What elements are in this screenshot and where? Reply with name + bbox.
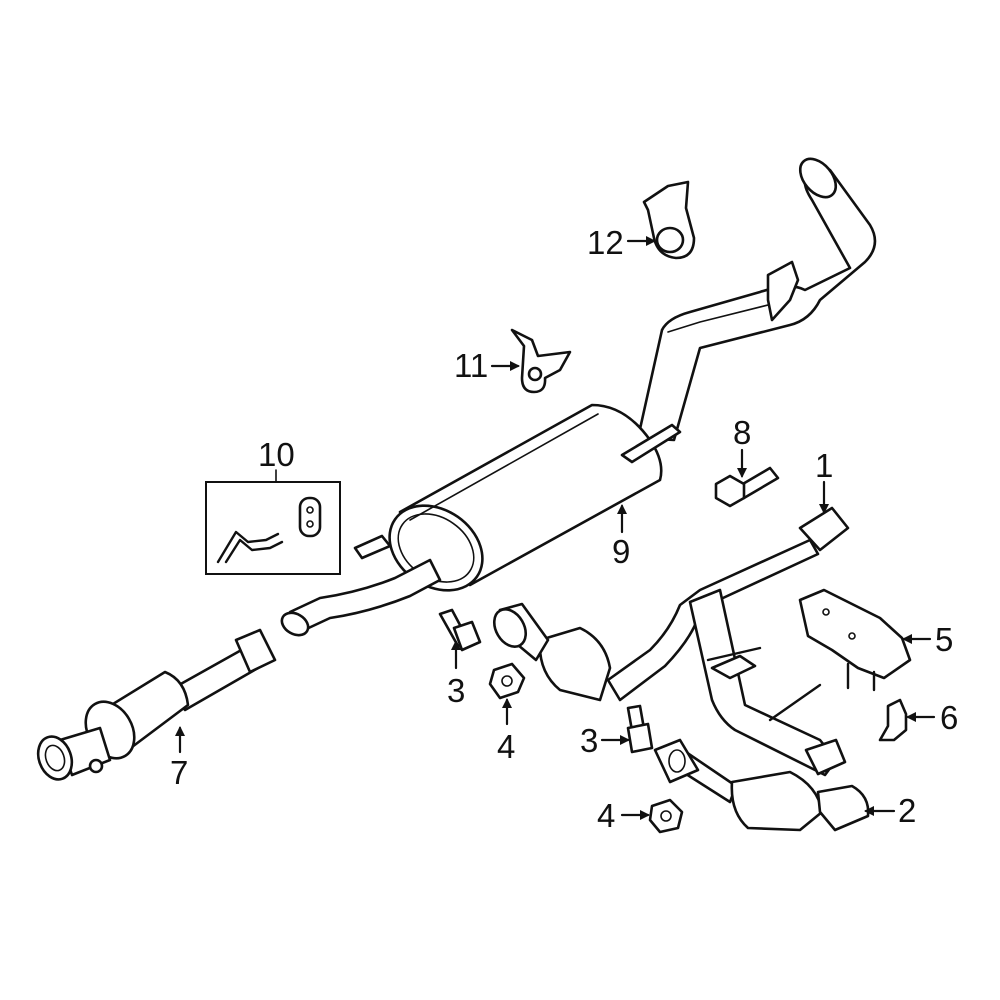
bracket-12 xyxy=(642,180,696,260)
nut-4-upper-hex xyxy=(488,662,526,700)
callout-8-label: 8 xyxy=(733,414,751,451)
y-pipe-assembly xyxy=(492,506,850,777)
nut-4-lower xyxy=(648,798,684,834)
callout-4-lower-label: 4 xyxy=(597,797,615,834)
callout-9: 9 xyxy=(612,504,630,570)
callout-2: 2 xyxy=(864,792,916,829)
y-pipe-inlet-flange xyxy=(798,506,850,552)
y-pipe-bracket-rod xyxy=(706,646,762,662)
callout-3-lower: 3 xyxy=(580,722,630,759)
callout-7: 7 xyxy=(170,726,188,791)
cat-right-flange-hole xyxy=(668,749,686,773)
inlet-pipe-end xyxy=(280,611,310,637)
callout-5-label: 5 xyxy=(935,621,953,658)
hanger-rod-part xyxy=(216,530,280,564)
nut-4-upper xyxy=(488,662,526,700)
muffler-assembly xyxy=(280,157,877,637)
clip-6 xyxy=(878,698,908,742)
callout-4-upper-label: 4 xyxy=(497,728,515,765)
callout-10-label: 10 xyxy=(258,436,295,473)
tailpipe-seam xyxy=(667,301,781,333)
callout-10: 10 xyxy=(258,436,295,483)
muffler-hanger-rod xyxy=(353,534,392,560)
muffler-inlet-pipe xyxy=(288,558,442,634)
isolator-hole-bottom xyxy=(306,520,314,528)
nut-4-lower-hex xyxy=(648,798,684,834)
callout-6-label: 6 xyxy=(940,699,958,736)
resonator-clamp xyxy=(234,628,277,674)
hanger-rod-part-edge xyxy=(224,538,284,564)
hanger-kit xyxy=(205,481,341,575)
catalytic-converter-right-assembly xyxy=(653,738,870,832)
bracket-11-hole xyxy=(527,366,543,382)
callout-12-label: 12 xyxy=(587,224,624,261)
cat-right-body xyxy=(730,770,824,832)
shield-studs xyxy=(846,662,876,692)
resonator-flange xyxy=(36,735,74,781)
callout-5: 5 xyxy=(902,621,953,658)
hanger-bracket-11 xyxy=(510,328,572,394)
stud-3-lower-collar xyxy=(626,722,654,754)
callout-3-lower-label: 3 xyxy=(580,722,598,759)
callout-9-label: 9 xyxy=(612,533,630,570)
callout-12: 12 xyxy=(587,224,656,261)
isolator-hole-top xyxy=(306,506,314,514)
callout-7-label: 7 xyxy=(170,754,188,791)
resonator-stud xyxy=(88,758,104,774)
catalytic-converter-left xyxy=(538,626,612,702)
tailpipe-hanger-bracket xyxy=(766,260,800,322)
nut-4-upper-hole xyxy=(501,675,513,687)
shield-clip xyxy=(878,698,908,742)
resonator-flange-hole xyxy=(44,744,66,772)
callout-4-upper: 4 xyxy=(497,698,515,765)
bolt-8 xyxy=(714,466,780,508)
nut-4-lower-hole xyxy=(660,810,672,822)
bolt-head xyxy=(714,474,746,508)
callout-1: 1 xyxy=(815,447,833,514)
muffler-hanger-strap xyxy=(620,423,682,464)
y-pipe-right-end xyxy=(804,738,847,776)
y-pipe-bracket-rod-2 xyxy=(768,683,822,722)
stud-3-lower xyxy=(626,704,654,754)
hanger-isolator xyxy=(298,496,322,538)
y-pipe-heat-shield-tab xyxy=(710,654,757,680)
tailpipe-tip xyxy=(798,157,838,199)
callout-2-label: 2 xyxy=(898,792,916,829)
muffler-seam xyxy=(409,413,599,521)
callout-3-upper: 3 xyxy=(447,640,465,709)
cat-right-flange xyxy=(653,738,700,784)
callout-6: 6 xyxy=(906,699,958,736)
y-pipe-right-branch xyxy=(688,588,838,777)
heat-shield-5 xyxy=(798,588,912,692)
callout-11: 11 xyxy=(454,347,520,384)
callout-8: 8 xyxy=(733,414,751,478)
shield-hole-1 xyxy=(822,608,830,616)
callout-11-label: 11 xyxy=(454,347,488,384)
callout-4-lower: 4 xyxy=(597,797,650,834)
resonator-assembly xyxy=(36,628,277,781)
shield-hole-2 xyxy=(848,632,856,640)
callout-3-upper-label: 3 xyxy=(447,672,465,709)
bracket-12-isolator xyxy=(655,226,685,254)
y-pipe-left-branch xyxy=(606,538,820,702)
cat-left-flange xyxy=(492,608,528,648)
callout-1-label: 1 xyxy=(815,447,833,484)
bracket-11 xyxy=(510,328,572,394)
cat-right-outlet xyxy=(816,784,870,832)
stud-3-upper xyxy=(438,608,482,652)
